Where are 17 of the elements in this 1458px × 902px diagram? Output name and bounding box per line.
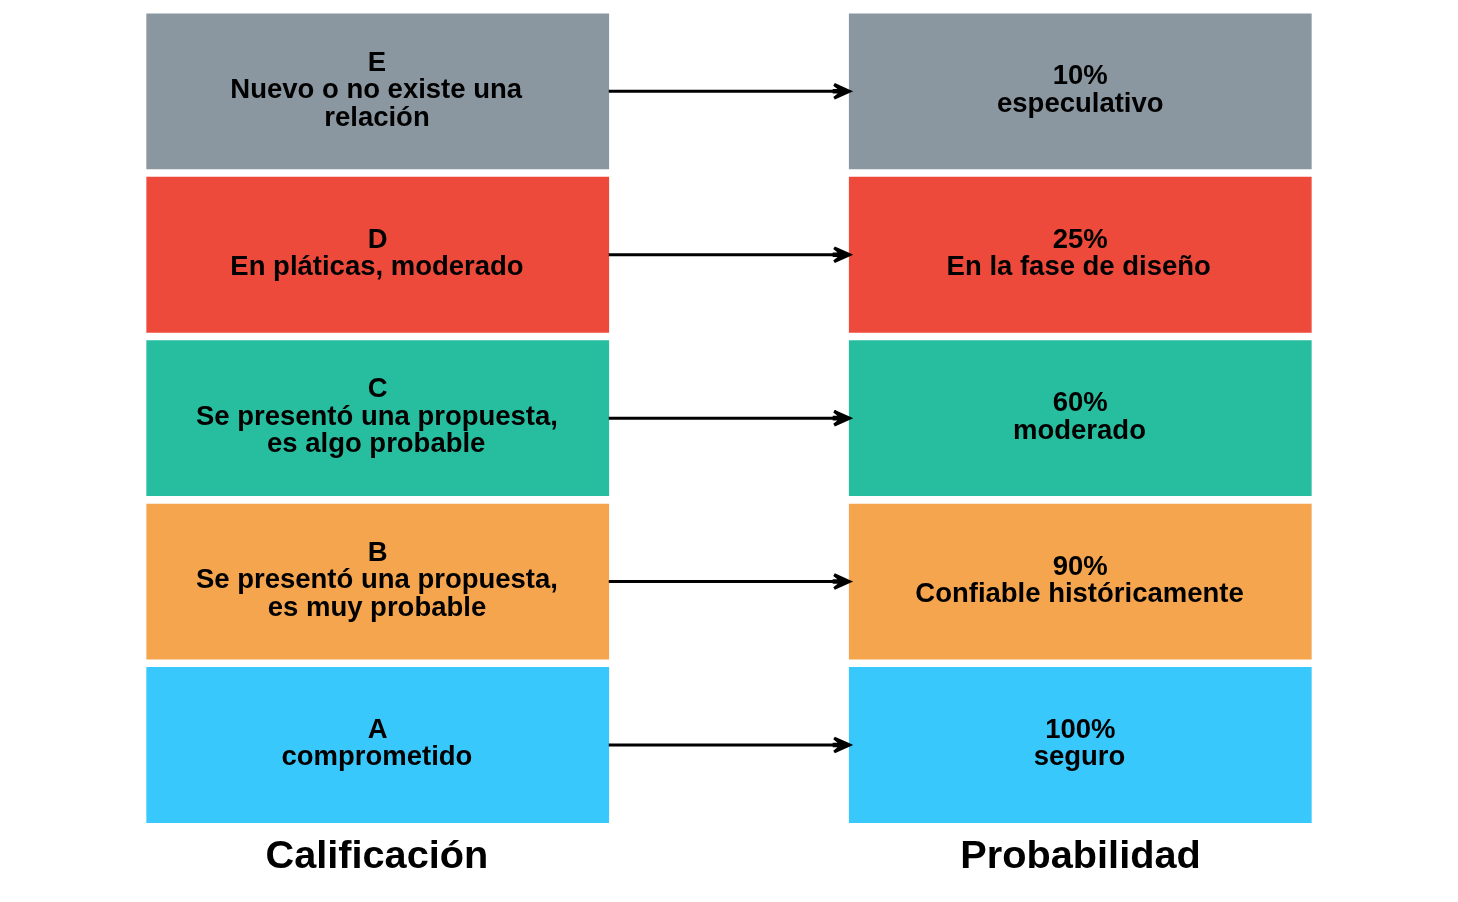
arrow	[608, 573, 851, 590]
node-box: A comprometido	[146, 667, 610, 823]
node-box: 100% seguro	[848, 667, 1312, 823]
node-box: 25% En la fase de diseño	[848, 176, 1312, 333]
arrow	[608, 82, 851, 100]
label: Calificación	[265, 831, 489, 876]
node-box: D En pláticas, moderado	[146, 176, 610, 333]
node-box: 90% Confiable históricamente	[848, 503, 1312, 660]
node-box: C Se presentó una propuesta, es algo probable	[146, 340, 610, 497]
node-box: E Nuevo o no existe una relación	[146, 13, 610, 170]
label: Probabilidad	[960, 831, 1201, 876]
arrow	[608, 246, 851, 264]
node-box: B Se presentó una propuesta, es muy probable	[146, 503, 610, 660]
arrow	[608, 409, 851, 427]
node-box: 60% moderado	[848, 340, 1312, 497]
node-box: 10% especulativo	[848, 13, 1312, 170]
arrow	[608, 736, 851, 754]
